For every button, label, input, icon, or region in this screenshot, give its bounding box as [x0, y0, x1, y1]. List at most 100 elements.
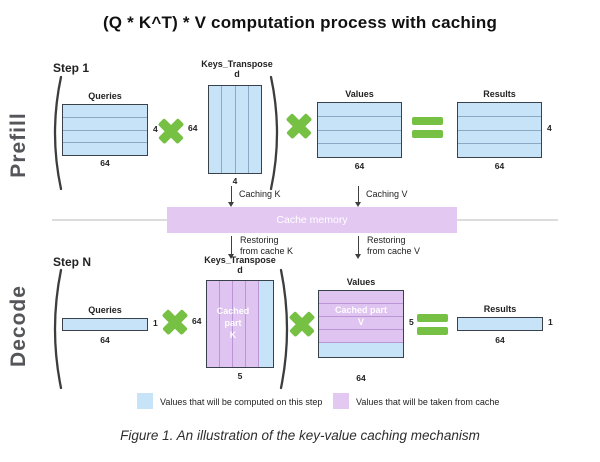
decode-keys-bottom-dim: 5 [237, 371, 243, 381]
cached-label-line2: part [224, 318, 242, 329]
decode-keys-cached-part: Cached part K [207, 281, 259, 367]
prefill-values-label: Values [345, 89, 374, 99]
matrix-row-cell [318, 103, 401, 117]
matrix-col-cell [246, 281, 259, 367]
matrix-row-cell [63, 143, 147, 155]
matrix-col-cell [222, 86, 236, 173]
matrix-col-cell [209, 86, 223, 173]
matrix-col-cell [207, 281, 220, 367]
prefill-close-paren [268, 74, 284, 192]
prefill-keys-label-line1: Keys_Transpose [201, 59, 273, 69]
caching-k-arrow [227, 186, 236, 207]
figure-caption: Figure 1. An illustration of the key-val… [120, 428, 480, 443]
prefill-results-bottom-dim: 64 [494, 161, 505, 171]
decode-keys-cached-label: Cached part K [207, 281, 259, 367]
matrix-col-cell [236, 86, 249, 173]
matrix-row-cell [458, 144, 541, 157]
matrix-row-cell [458, 103, 541, 117]
decode-values-matrix: Cached part V [318, 290, 404, 358]
decode-keys-matrix: Cached part K [206, 280, 274, 368]
decode-keys-label-line1: Keys_Transpose [204, 255, 276, 265]
decode-queries-label: Queries [88, 305, 122, 315]
matrix-col-cell [233, 281, 246, 367]
prefill-results-right-dim: 4 [547, 123, 552, 133]
matrix-row-cell [319, 291, 403, 304]
matrix-row-cell [458, 131, 541, 145]
prefill-keys-label-line2: d [234, 69, 240, 80]
decode-queries-matrix [62, 318, 148, 331]
prefill-section-label: Prefill [7, 112, 30, 178]
prefill-values-matrix [317, 102, 402, 158]
restore-v-arrow [354, 236, 363, 259]
matrix-row-cell [319, 330, 403, 343]
cache-memory-label: Cache memory [276, 214, 348, 226]
restore-v-label-line2: from cache V [367, 245, 421, 256]
decode-close-paren [278, 267, 294, 391]
legend-cached-label: Values that will be taken from cache [356, 397, 500, 407]
legend-computed-label: Values that will be computed on this ste… [160, 397, 323, 407]
decode-keys-label: Keys_Transpose d [196, 255, 284, 276]
prefill-keys-label: Keys_Transpose d [193, 59, 281, 80]
matrix-row-cell [319, 304, 403, 317]
decode-values-bottom-dim: 64 [356, 373, 366, 383]
prefill-keys-bottom-dim: 4 [232, 176, 238, 186]
legend-computed-swatch [137, 393, 153, 409]
matrix-row-cell [458, 117, 541, 131]
equals-icon [417, 314, 448, 340]
decode-keys-label-line2: d [237, 265, 243, 276]
decode-keys-left-dim: 64 [192, 316, 202, 326]
prefill-open-paren [48, 74, 64, 192]
matrix-col-cell [249, 86, 261, 173]
decode-queries-right-dim: 1 [153, 318, 158, 328]
prefill-keys-left-dim: 64 [188, 123, 198, 133]
decode-values-cached-part: Cached part V [319, 291, 403, 343]
prefill-queries-right-dim: 4 [153, 124, 158, 134]
page-title: (Q * K^T) * V computation process with c… [102, 13, 498, 32]
decode-section-label: Decode [7, 285, 30, 367]
decode-results-label: Results [483, 304, 517, 314]
multiply-icon [284, 111, 314, 141]
matrix-row-cell [63, 105, 147, 118]
prefill-values-bottom-dim: 64 [354, 161, 365, 171]
prefill-keys-matrix [208, 85, 262, 174]
caching-v-arrow [354, 186, 363, 207]
prefill-queries-label: Queries [88, 91, 122, 101]
multiply-icon [160, 307, 190, 337]
caching-v-label: Caching V [366, 189, 408, 199]
cached-label-line3: K [229, 329, 237, 340]
prefill-queries-bottom-dim: 64 [100, 158, 110, 168]
matrix-row-cell [318, 131, 401, 145]
decode-results-right-dim: 1 [548, 317, 553, 327]
multiply-icon [156, 116, 186, 146]
decode-values-right-dim: 5 [409, 317, 414, 327]
matrix-row-cell [63, 118, 147, 131]
matrix-row-cell [318, 144, 401, 157]
restore-k-arrow [227, 236, 236, 259]
restore-k-label: Restoring from cache K [240, 235, 293, 257]
decode-values-cached-label: Cached part V [319, 291, 403, 343]
legend-cached-swatch [333, 393, 349, 409]
cached-label-line1: Cached [216, 306, 250, 317]
prefill-queries-matrix [62, 104, 148, 156]
matrix-row-cell [63, 131, 147, 144]
prefill-step-label: Step 1 [53, 61, 90, 75]
cached-label-line1: Cached part [334, 305, 387, 316]
decode-keys-new-column [259, 281, 273, 367]
restore-k-label-line1: Restoring [240, 235, 279, 245]
decode-queries-bottom-dim: 64 [100, 335, 110, 345]
matrix-col-cell [220, 281, 233, 367]
prefill-results-label: Results [483, 89, 516, 99]
caching-k-label: Caching K [239, 189, 281, 199]
decode-step-label: Step N [53, 255, 92, 269]
restore-k-label-line2: from cache K [240, 245, 294, 256]
matrix-row-cell [319, 317, 403, 330]
decode-values-new-row [319, 343, 403, 357]
prefill-results-matrix [457, 102, 542, 158]
decode-values-label: Values [346, 277, 376, 287]
equals-icon [412, 117, 443, 143]
matrix-row-cell [318, 117, 401, 131]
decode-results-matrix [457, 317, 543, 331]
cached-label-line2: V [357, 317, 364, 327]
decode-results-bottom-dim: 64 [495, 335, 505, 345]
restore-v-label: Restoring from cache V [367, 235, 420, 257]
